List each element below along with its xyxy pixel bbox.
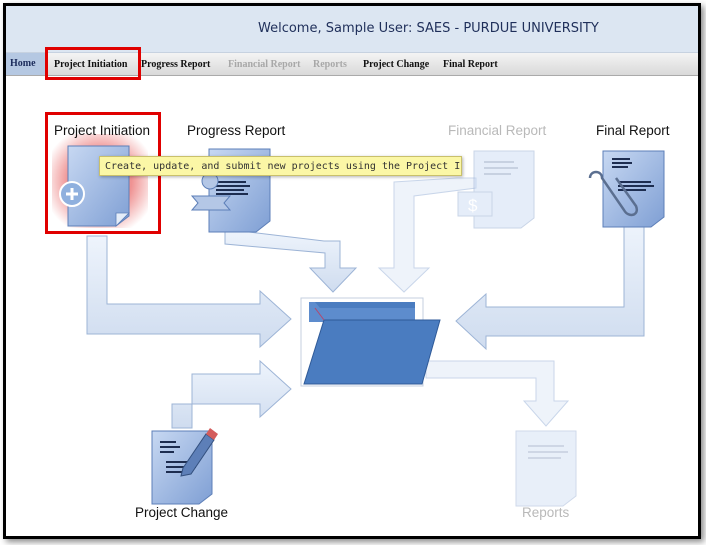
nav-financial-report: Financial Report — [228, 59, 301, 70]
project-change-icon[interactable] — [151, 428, 218, 505]
nav-final-report[interactable]: Final Report — [443, 59, 498, 70]
welcome-text: Welcome, Sample User: SAES - PURDUE UNIV… — [258, 21, 599, 36]
title-financial-report: Financial Report — [448, 123, 547, 138]
nav-project-change[interactable]: Project Change — [363, 59, 430, 70]
tooltip: Create, update, and submit new projects … — [99, 156, 462, 176]
project-initiation-icon[interactable] — [52, 134, 148, 228]
app-window: Welcome, Sample User: SAES - PURDUE UNIV… — [3, 3, 701, 539]
arrow-initiation — [86, 235, 292, 349]
nav-highlight-box — [45, 47, 141, 80]
workflow-diagram: $ — [52, 134, 665, 507]
dollar-icon: $ — [457, 191, 493, 217]
plus-icon — [59, 181, 85, 207]
nav-reports: Reports — [313, 59, 347, 70]
title-project-change[interactable]: Project Change — [135, 505, 229, 520]
nav-project-initiation[interactable]: Project Initiation — [54, 59, 128, 70]
final-report-icon[interactable] — [588, 150, 665, 228]
arrow-progress — [224, 230, 358, 293]
header-bar: Welcome, Sample User: SAES - PURDUE UNIV… — [6, 6, 698, 53]
svg-text:$: $ — [468, 196, 478, 215]
title-progress-report[interactable]: Progress Report — [187, 123, 286, 138]
title-final-report[interactable]: Final Report — [596, 123, 670, 138]
pencil-icon — [180, 428, 218, 477]
nav-bar: Home Project Initiation Progress Report … — [6, 53, 698, 76]
folder-icon — [300, 297, 441, 387]
nav-progress-report[interactable]: Progress Report — [141, 59, 211, 70]
paperclip-icon — [588, 170, 639, 217]
ribbon-icon — [190, 172, 232, 211]
arrow-project-change — [171, 359, 292, 429]
nav-home[interactable]: Home — [6, 53, 46, 75]
reports-icon — [515, 430, 577, 507]
arrow-financial — [377, 177, 477, 293]
arrow-reports — [425, 360, 570, 427]
title-reports: Reports — [522, 505, 570, 520]
arrow-final — [455, 220, 645, 351]
financial-report-icon: $ — [457, 150, 535, 229]
title-project-initiation[interactable]: Project Initiation — [54, 123, 151, 138]
